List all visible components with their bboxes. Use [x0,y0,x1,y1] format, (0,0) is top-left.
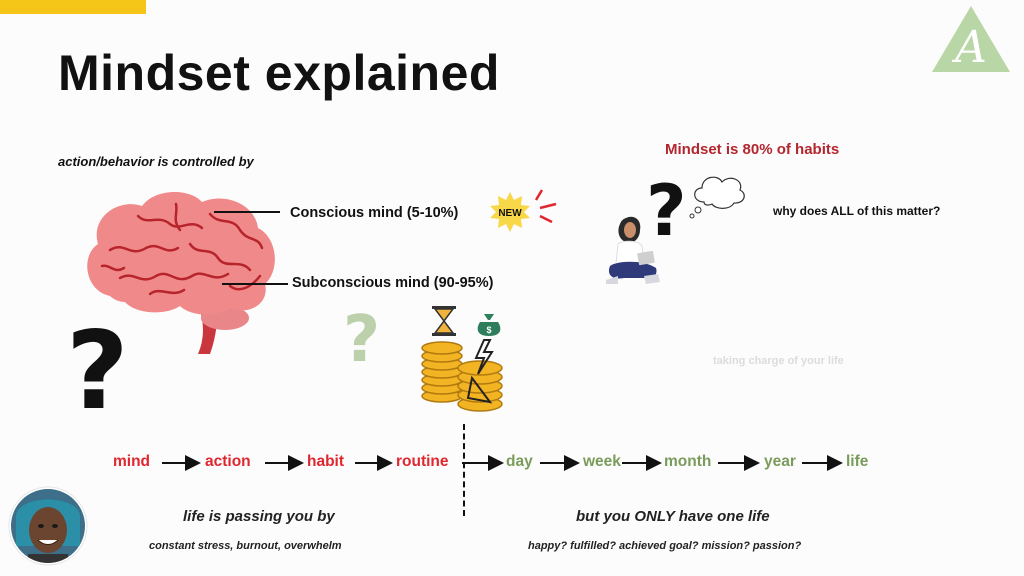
woman-laptop-icon [606,216,660,284]
left-subcaption: constant stress, burnout, overwhelm [149,540,342,552]
why-question: why does ALL of this matter? [773,204,941,218]
taking-charge-text: taking charge of your life [713,355,844,367]
subconscious-mind-label: Subconscious mind (90-95%) [292,275,494,291]
question-mark-icon: ? [66,309,129,434]
conscious-mind-label: Conscious mind (5-10%) [290,205,459,221]
flow-month: month [664,453,712,470]
headline: Mindset is 80% of habits [665,141,840,158]
avatar [8,486,88,566]
flow-year: year [764,453,796,470]
page-title: Mindset explained [58,45,500,101]
lightning-icon [474,339,494,375]
new-badge-icon: NEW [490,189,557,232]
svg-text:$: $ [486,325,491,335]
coins-icon: $ [421,306,503,412]
logo-triangle-icon: A [932,6,1010,73]
flow-arrows [162,455,843,471]
flow-habit: habit [307,453,345,470]
new-badge-label: NEW [498,208,522,219]
right-caption: but you ONLY have one life [576,508,770,525]
flow-routine: routine [396,453,449,470]
flow-life: life [846,453,869,470]
flow-action: action [205,453,251,470]
accent-bar [0,0,146,14]
hourglass-icon [432,306,456,336]
conscious-leader-line [214,211,280,213]
question-mark-icon: ? [343,303,381,377]
question-mark-icon: ? [646,170,687,252]
left-caption: life is passing you by [183,508,335,525]
thought-cloud-icon [689,176,745,219]
right-subcaption: happy? fulfilled? achieved goal? mission… [528,540,802,552]
flow-day: day [506,453,533,470]
flow-week: week [583,453,621,470]
flow-mind: mind [113,453,151,470]
subconscious-leader-line [222,283,288,285]
money-bag-icon: $ [477,314,501,336]
divider-line [463,424,465,516]
logo-letter: A [951,22,987,73]
subtitle: action/behavior is controlled by [58,154,254,169]
